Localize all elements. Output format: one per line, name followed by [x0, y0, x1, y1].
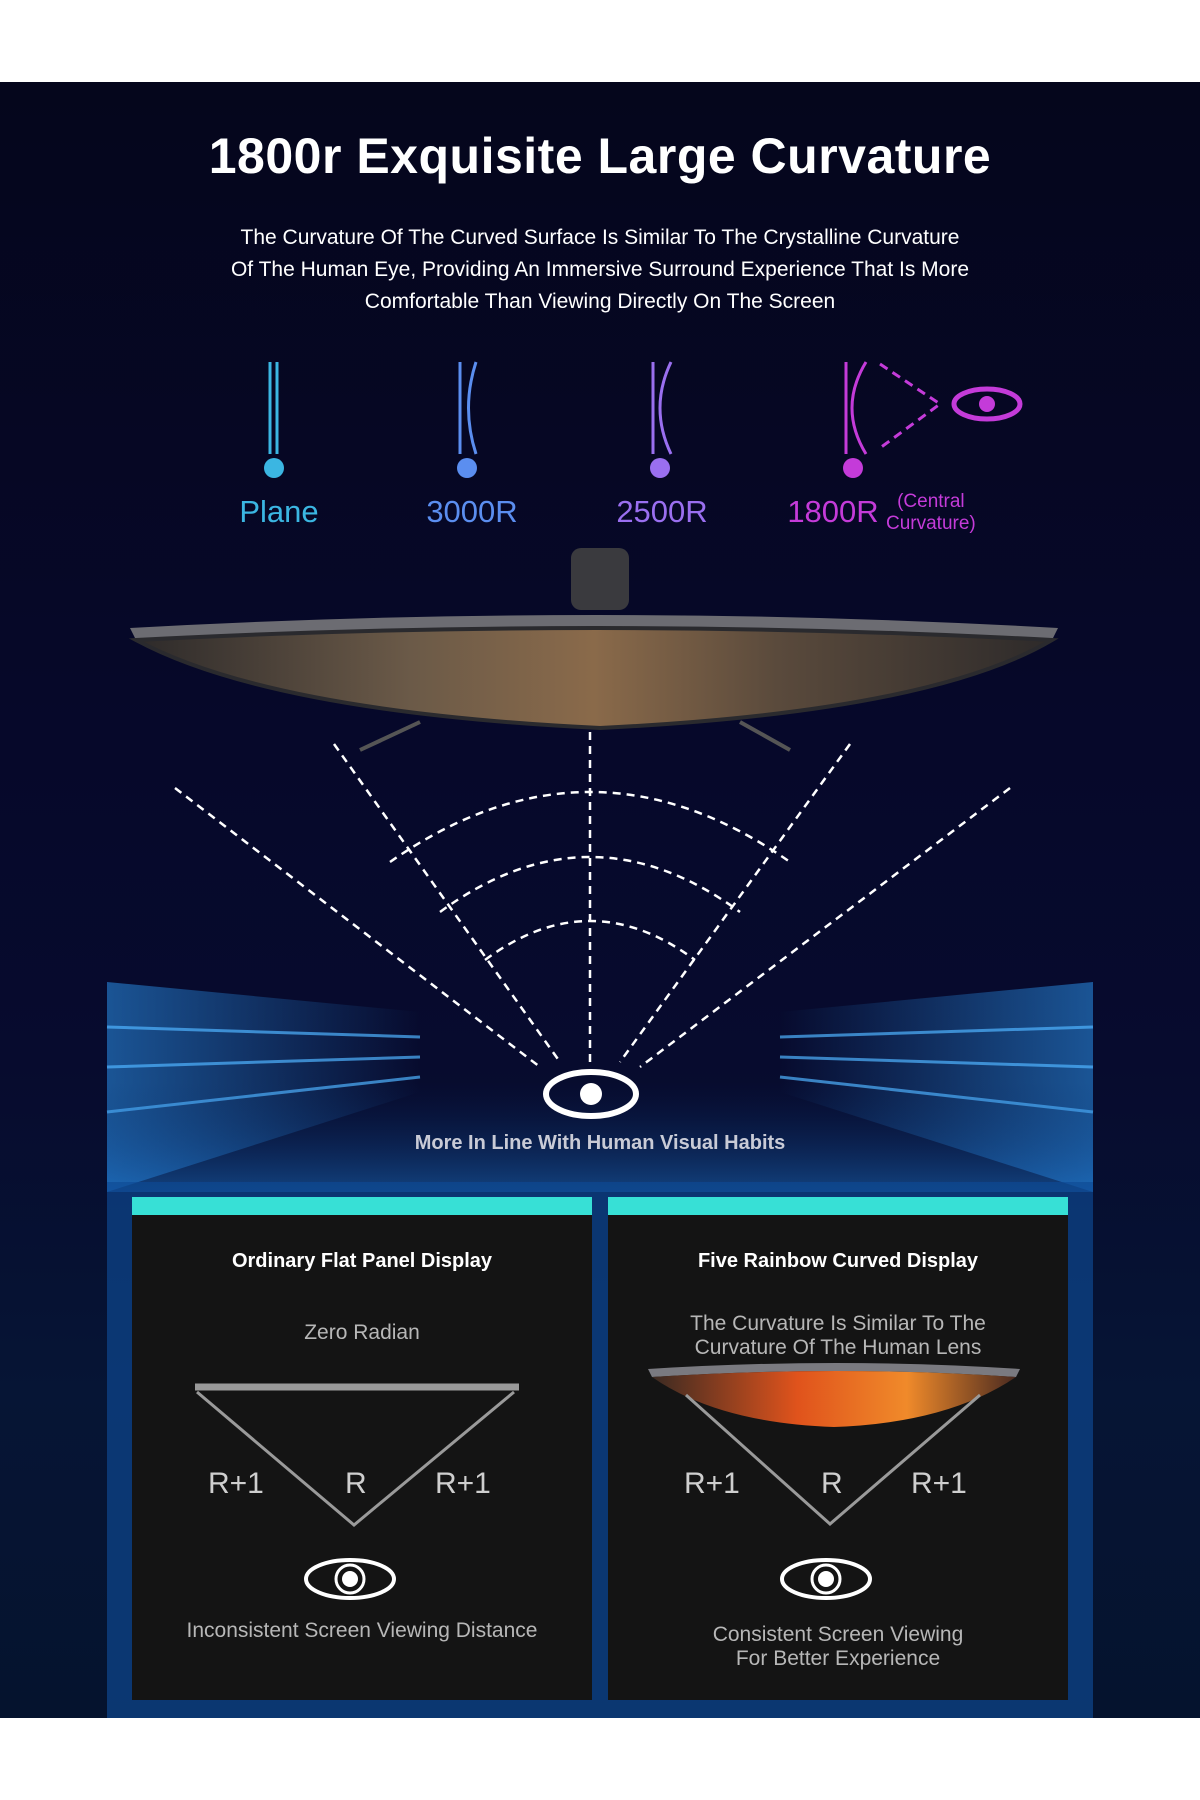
- curve-2500r-icon: [651, 361, 673, 455]
- timeline-dot-2500r: [650, 458, 670, 478]
- timeline-label-1800r: 1800R: [787, 494, 879, 529]
- card-subtitle-line: Curvature Of The Human Lens: [694, 1336, 982, 1359]
- timeline-label-2500r: 2500R: [616, 494, 708, 529]
- visual-habits-caption: More In Line With Human Visual Habits: [414, 1132, 786, 1154]
- curved-display-card: Five Rainbow Curved Display The Curvatur…: [608, 1197, 1068, 1700]
- central-note-line: (Central: [897, 491, 965, 512]
- eye-icon: [951, 386, 1023, 422]
- card-accent-bar: [132, 1197, 592, 1215]
- curve-3000r-icon: [458, 361, 478, 455]
- curved-monitor-icon: [128, 548, 1059, 752]
- card-subtitle-line: The Curvature Is Similar To The: [690, 1312, 986, 1335]
- timeline-dot-3000r: [457, 458, 477, 478]
- central-note-line: Curvature): [886, 513, 976, 534]
- label-r-plus-1: R+1: [684, 1467, 740, 1500]
- timeline-dot-1800r: [843, 458, 863, 478]
- viewing-lines: [174, 732, 1011, 1068]
- eye-icon: [543, 1069, 639, 1119]
- card-footer-line: Consistent Screen Viewing: [712, 1623, 964, 1646]
- card-subtitle: Zero Radian: [304, 1321, 420, 1344]
- plane-screen-icon: [268, 362, 279, 454]
- curve-1800r-icon: [844, 361, 943, 455]
- viewing-field-diagram: [128, 548, 1059, 1119]
- product-banner: 1800r Exquisite Large Curvature The Curv…: [0, 82, 1200, 1718]
- flat-viewing-diagram: [195, 1383, 519, 1600]
- timeline-label-3000r: 3000R: [426, 494, 518, 529]
- page-title: 1800r Exquisite Large Curvature: [208, 128, 992, 184]
- label-r-plus-1: R+1: [435, 1467, 491, 1500]
- card-footer-line: For Better Experience: [735, 1647, 941, 1670]
- eye-icon: [304, 1558, 396, 1600]
- description: The Curvature Of The Curved Surface Is S…: [150, 222, 1050, 318]
- timeline-label-plane: Plane: [239, 494, 319, 529]
- curved-viewing-diagram: [648, 1363, 1020, 1600]
- central-curvature-note: (Central Curvature): [886, 491, 976, 535]
- curvature-timeline: [162, 361, 1023, 478]
- card-accent-bar: [608, 1197, 1068, 1215]
- description-line: Comfortable Than Viewing Directly On The…: [364, 290, 836, 313]
- card-subtitle: The Curvature Is Similar To The Curvatur…: [608, 1312, 1068, 1360]
- card-footer: Consistent Screen Viewing For Better Exp…: [608, 1623, 1068, 1671]
- description-line: The Curvature Of The Curved Surface Is S…: [240, 226, 960, 249]
- label-r-plus-1: R+1: [208, 1467, 264, 1500]
- label-r: R: [821, 1467, 843, 1500]
- card-title: Ordinary Flat Panel Display: [231, 1250, 493, 1272]
- card-footer: Inconsistent Screen Viewing Distance: [186, 1619, 538, 1642]
- curved-screen-icon: [648, 1363, 1020, 1427]
- card-title: Five Rainbow Curved Display: [697, 1250, 979, 1272]
- description-line: Of The Human Eye, Providing An Immersive…: [230, 258, 970, 281]
- label-r-plus-1: R+1: [911, 1467, 967, 1500]
- label-r: R: [345, 1467, 367, 1500]
- timeline-dot-plane: [264, 458, 284, 478]
- eye-icon: [780, 1558, 872, 1600]
- flat-display-card: Ordinary Flat Panel Display Zero Radian …: [132, 1197, 592, 1700]
